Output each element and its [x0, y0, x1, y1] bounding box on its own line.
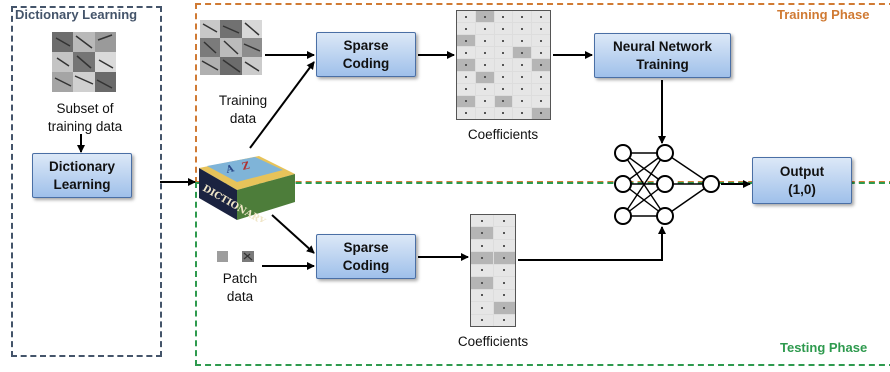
neural-network-diagram [614, 144, 720, 225]
dictionary-book-icon: A Z DICTIONARY [199, 156, 295, 222]
nn-input-node [614, 175, 632, 193]
testing-coefficients-caption: Coefficients [457, 334, 529, 349]
subset-images-thumbnail [52, 32, 116, 92]
testing-phase-title: Testing Phase [780, 340, 868, 355]
testing-coeff-to-network-arrow [518, 226, 666, 261]
book-to-testing-sparse-arrow [271, 214, 315, 254]
testing-sparse-coding-box: Sparse Coding [316, 234, 416, 279]
nn-input-node [614, 144, 632, 162]
patch-images-thumbnail [217, 251, 254, 262]
nn-input-node [614, 207, 632, 225]
training-phase-title: Training Phase [777, 7, 870, 22]
svg-text:Z: Z [241, 160, 251, 172]
training-coefficients-matrix [456, 10, 551, 120]
testing-phase-frame [195, 182, 890, 366]
training-sparse-coding-box: Sparse Coding [316, 32, 416, 77]
dictionary-learning-box: Dictionary Learning [32, 153, 132, 198]
nn-hidden-node [656, 175, 674, 193]
book-to-training-sparse-arrow [249, 61, 315, 149]
testing-coefficients-matrix [470, 214, 516, 327]
training-data-caption: Training data [218, 93, 268, 126]
nn-hidden-node [656, 144, 674, 162]
dictionary-learning-title: Dictionary Learning [15, 7, 138, 22]
neural-network-training-box: Neural Network Training [594, 33, 731, 78]
nn-output-node [702, 175, 720, 193]
training-coefficients-caption: Coefficients [467, 127, 539, 142]
output-box: Output (1,0) [752, 157, 852, 204]
nn-hidden-node [656, 207, 674, 225]
training-images-thumbnail [200, 20, 262, 75]
patch-data-caption: Patch data [222, 271, 258, 304]
subset-caption: Subset of training data [47, 101, 123, 134]
svg-text:A: A [224, 163, 235, 176]
